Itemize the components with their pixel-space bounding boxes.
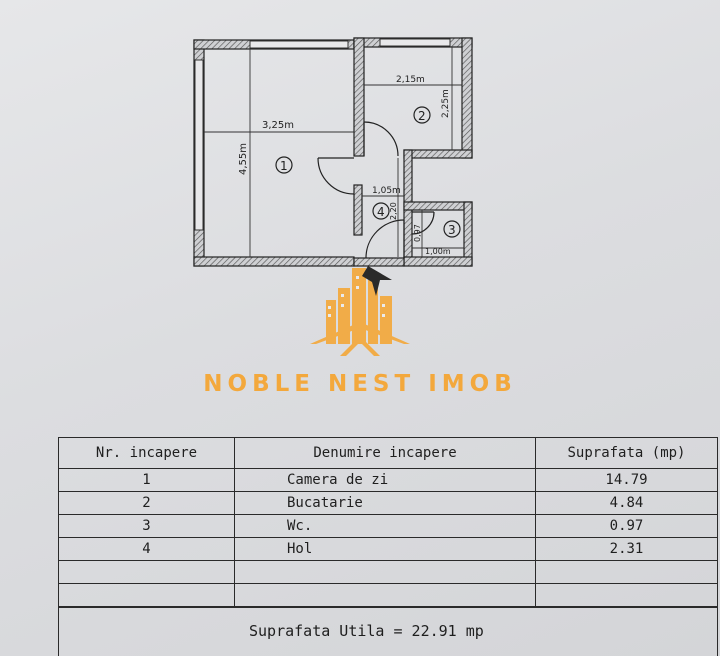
dim-room1-length: 4,55m bbox=[238, 143, 249, 175]
table-row: 4 Hol 2.31 bbox=[58, 537, 718, 561]
header-room-name: Denumire incapere bbox=[234, 437, 536, 469]
dim-room2-width: 2,15m bbox=[396, 75, 425, 85]
dimension-labels: 3,25m 4,55m 2,15m 2,25m 1,05m 2,20 1,00m… bbox=[238, 75, 451, 256]
cell-area: 4.84 bbox=[535, 491, 718, 515]
table-header-row: Nr. incapere Denumire incapere Suprafata… bbox=[58, 437, 718, 469]
cell-area: 0.97 bbox=[535, 514, 718, 538]
cell-name: Bucatarie bbox=[234, 491, 536, 515]
rooms-table: Nr. incapere Denumire incapere Suprafata… bbox=[58, 437, 718, 607]
dim-room4-width: 1,05m bbox=[372, 186, 401, 196]
doors bbox=[317, 121, 435, 259]
cell-nr: 3 bbox=[58, 514, 235, 538]
dim-room4-length: 2,20 bbox=[389, 202, 398, 220]
windows bbox=[194, 38, 451, 231]
cell-name: Camera de zi bbox=[234, 468, 536, 492]
floor-plan: 3,25m 4,55m 2,15m 2,25m 1,05m 2,20 1,00m… bbox=[193, 37, 473, 267]
table-row: 2 Bucatarie 4.84 bbox=[58, 491, 718, 515]
brand-name: NOBLE NEST IMOB bbox=[203, 371, 517, 397]
cell-name: Wc. bbox=[234, 514, 536, 538]
noble-nest-logo-icon bbox=[310, 266, 410, 356]
cell-name: Hol bbox=[234, 537, 536, 561]
cell-area: 2.31 bbox=[535, 537, 718, 561]
dimension-lines bbox=[204, 47, 464, 257]
table-row: 1 Camera de zi 14.79 bbox=[58, 468, 718, 492]
dim-room2-length: 2,25m bbox=[441, 89, 451, 118]
total-area: Suprafata Utila = 22.91 mp bbox=[58, 607, 718, 656]
table-row-empty bbox=[58, 583, 718, 607]
cell-nr: 2 bbox=[58, 491, 235, 515]
room-number-3: 3 bbox=[448, 223, 456, 237]
room-number-1: 1 bbox=[280, 159, 288, 173]
cell-nr: 1 bbox=[58, 468, 235, 492]
room-number-4: 4 bbox=[377, 205, 385, 219]
table-row: 3 Wc. 0.97 bbox=[58, 514, 718, 538]
dim-room3-width: 1,00m bbox=[425, 247, 451, 256]
table-row-empty bbox=[58, 560, 718, 584]
cell-area: 14.79 bbox=[535, 468, 718, 492]
dim-room1-width: 3,25m bbox=[262, 120, 294, 131]
walls bbox=[193, 37, 473, 267]
header-room-number: Nr. incapere bbox=[58, 437, 235, 469]
room-number-2: 2 bbox=[418, 109, 426, 123]
cell-nr: 4 bbox=[58, 537, 235, 561]
room-markers: 1 2 3 4 bbox=[275, 106, 461, 238]
dim-room3-length: 0,97 bbox=[413, 224, 422, 242]
header-room-area: Suprafata (mp) bbox=[535, 437, 718, 469]
